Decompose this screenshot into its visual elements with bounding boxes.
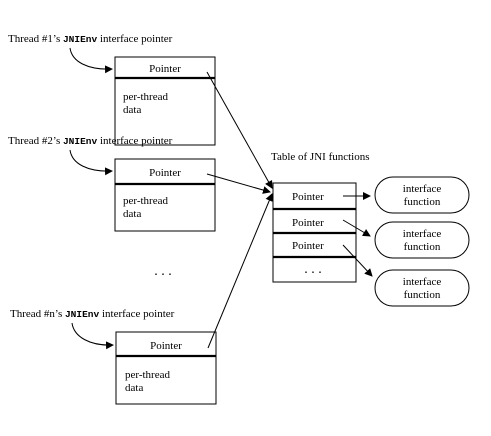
- thread-1-data-line2: data: [123, 104, 141, 116]
- thread-n-pointer-label: Pointer: [150, 340, 182, 352]
- thread-2-data-line1: per-thread: [123, 195, 168, 207]
- table-row-1-label: Pointer: [292, 191, 324, 203]
- table-row-2-label: Pointer: [292, 217, 324, 229]
- thread-1-block: Pointer per-thread data: [114, 56, 216, 146]
- thread-2-to-table-arrow: [206, 173, 271, 194]
- table-title: Table of JNI functions: [271, 151, 370, 163]
- function-3-pill: [374, 269, 470, 307]
- row-3-to-function-arrow: [342, 244, 373, 277]
- row-2-to-function-arrow: [342, 219, 371, 237]
- thread-n-data-line1: per-thread: [125, 369, 170, 381]
- thread-2-block: Pointer per-thread data: [114, 158, 216, 232]
- thread-1-label-arrow: [69, 47, 113, 74]
- function-1-line1: interface: [403, 183, 442, 195]
- function-3-line1: interface: [403, 276, 442, 288]
- thread-n-block: Pointer per-thread data: [115, 331, 217, 405]
- interface-function-3: interface function: [374, 269, 470, 307]
- table-row-3-label: Pointer: [292, 240, 324, 252]
- thread-n-to-table-arrow: [207, 193, 274, 349]
- function-3-line2: function: [404, 289, 441, 301]
- thread-1-to-table-arrow: [206, 71, 273, 189]
- jni-function-table: Pointer Pointer Pointer . . .: [272, 182, 357, 283]
- thread-2-box: [114, 158, 216, 232]
- function-2-line1: interface: [403, 228, 442, 240]
- function-1-line2: function: [404, 196, 441, 208]
- interface-function-1: interface function: [374, 176, 470, 214]
- thread-2-pointer-label: Pointer: [149, 167, 181, 179]
- thread-1-label: Thread #1’s JNIEnv interface pointer: [8, 33, 173, 45]
- thread-n-box: [115, 331, 217, 405]
- function-2-pill: [374, 221, 470, 259]
- thread-n-label-arrow: [71, 322, 114, 350]
- table-ellipsis: . . .: [304, 262, 322, 277]
- thread-n-data-line2: data: [125, 382, 143, 394]
- thread-2-label-arrow: [69, 149, 113, 176]
- interface-function-2: interface function: [374, 221, 470, 259]
- thread-1-pointer-label: Pointer: [149, 63, 181, 75]
- thread-n-label: Thread #n’s JNIEnv interface pointer: [10, 308, 175, 320]
- function-2-line2: function: [404, 241, 441, 253]
- thread-2-data-line2: data: [123, 208, 141, 220]
- thread-1-box: [114, 56, 216, 146]
- threads-ellipsis: . . .: [154, 264, 172, 279]
- function-1-pill: [374, 176, 470, 214]
- thread-2-label: Thread #2’s JNIEnv interface pointer: [8, 135, 173, 147]
- thread-1-data-line1: per-thread: [123, 91, 168, 103]
